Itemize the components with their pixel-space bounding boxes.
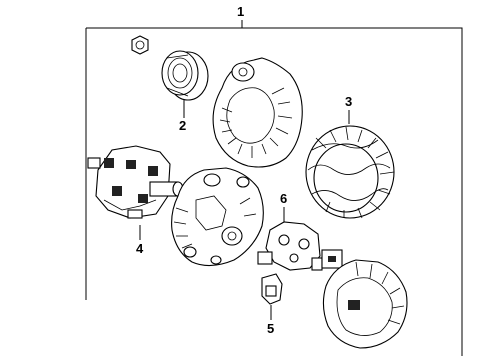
terminal-cap — [321, 249, 343, 269]
drive-end-housing — [212, 57, 303, 168]
callout-5: 5 — [267, 321, 274, 336]
brush-assembly — [261, 273, 283, 305]
rear-cover — [322, 259, 408, 349]
callout-4: 4 — [136, 241, 144, 256]
pulley-nut — [131, 35, 149, 55]
rectifier-housing — [171, 167, 264, 267]
callout-2: 2 — [179, 118, 186, 133]
stator — [305, 125, 395, 219]
voltage-regulator — [257, 221, 323, 271]
callout-1: 1 — [237, 4, 244, 19]
rotor — [87, 145, 184, 219]
pulley — [161, 50, 209, 101]
assembly-bracket — [85, 20, 463, 356]
callout-6: 6 — [280, 191, 287, 206]
callout-3: 3 — [345, 94, 352, 109]
